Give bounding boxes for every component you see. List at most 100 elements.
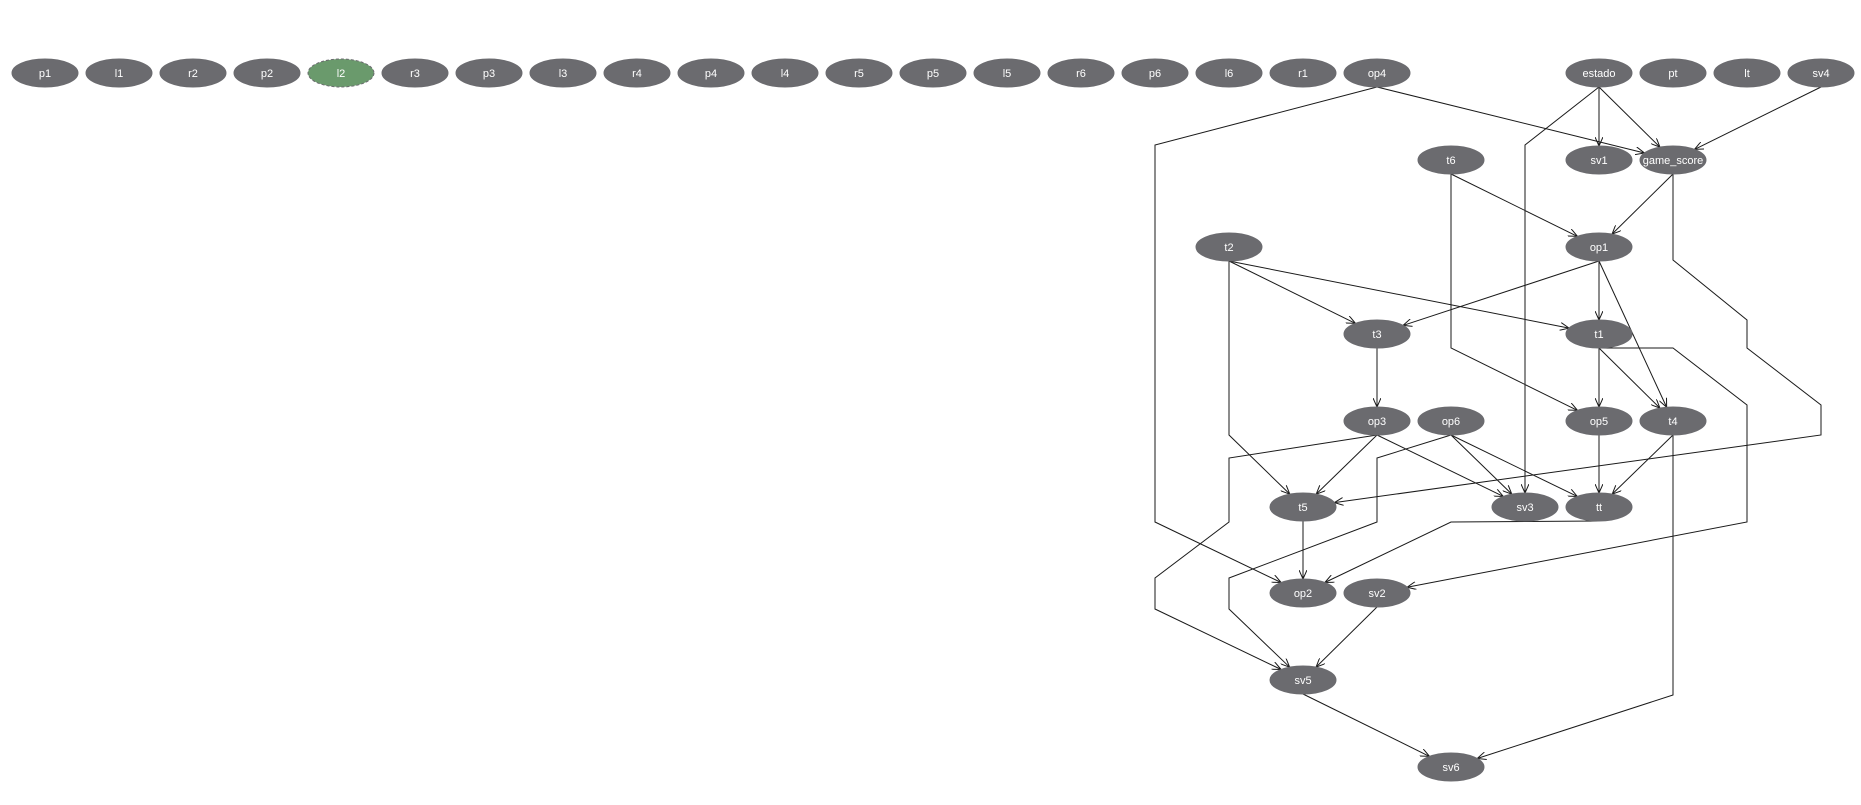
node-label: sv1 [1590, 155, 1607, 167]
node-l4[interactable]: l4 [751, 58, 819, 88]
edge-t4-to-tt [1612, 434, 1674, 494]
edge-t6-to-op5 [1450, 174, 1577, 410]
node-ellipse [1195, 232, 1263, 262]
node-label: pt [1668, 68, 1677, 80]
node-ellipse [1417, 406, 1485, 436]
node-sv4[interactable]: sv4 [1787, 58, 1855, 88]
node-lt[interactable]: lt [1713, 58, 1781, 88]
node-ellipse [1343, 406, 1411, 436]
node-ellipse [1565, 406, 1633, 436]
node-label: op6 [1442, 416, 1460, 428]
node-ellipse [381, 58, 449, 88]
node-sv5[interactable]: sv5 [1269, 665, 1337, 695]
edge-layer [1154, 86, 1822, 758]
node-op5[interactable]: op5 [1565, 406, 1633, 436]
node-sv3[interactable]: sv3 [1491, 492, 1559, 522]
node-sv6[interactable]: sv6 [1417, 752, 1485, 782]
edge-op3-to-sv5 [1154, 434, 1378, 670]
node-label: l4 [781, 68, 790, 80]
node-r4[interactable]: r4 [603, 58, 671, 88]
node-label: tt [1596, 502, 1602, 514]
node-label: sv5 [1294, 675, 1311, 687]
node-t1[interactable]: t1 [1565, 319, 1633, 349]
node-ellipse [11, 58, 79, 88]
node-ellipse [1639, 145, 1707, 175]
edge-op3-to-t5 [1316, 434, 1378, 494]
edge-game_score-to-op1 [1612, 173, 1674, 234]
node-label: r5 [854, 68, 864, 80]
edge-estado-to-sv3 [1525, 86, 1600, 493]
node-t5[interactable]: t5 [1269, 492, 1337, 522]
node-ellipse [1269, 578, 1337, 608]
node-label: r2 [188, 68, 198, 80]
node-label: sv6 [1442, 762, 1459, 774]
node-label: t5 [1298, 502, 1307, 514]
node-l3[interactable]: l3 [529, 58, 597, 88]
node-pt[interactable]: pt [1639, 58, 1707, 88]
edge-tt-to-op2 [1325, 520, 1600, 583]
node-r6[interactable]: r6 [1047, 58, 1115, 88]
node-label: t1 [1594, 329, 1603, 341]
node-p2[interactable]: p2 [233, 58, 301, 88]
node-t6[interactable]: t6 [1417, 145, 1485, 175]
node-label: t4 [1668, 416, 1677, 428]
node-op4[interactable]: op4 [1343, 58, 1411, 88]
node-sv2[interactable]: sv2 [1343, 578, 1411, 608]
node-estado[interactable]: estado [1565, 58, 1633, 88]
edge-game_score-to-t5 [1334, 174, 1822, 503]
node-ellipse [603, 58, 671, 88]
edge-op1-to-t4 [1598, 260, 1667, 407]
node-p6[interactable]: p6 [1121, 58, 1189, 88]
node-op2[interactable]: op2 [1269, 578, 1337, 608]
node-l2[interactable]: l2 [307, 58, 375, 88]
node-ellipse [1639, 406, 1707, 436]
node-r5[interactable]: r5 [825, 58, 893, 88]
node-game-score[interactable]: game_score [1639, 145, 1707, 175]
node-r2[interactable]: r2 [159, 58, 227, 88]
node-label: op1 [1590, 242, 1608, 254]
node-op1[interactable]: op1 [1565, 232, 1633, 262]
edge-t1-to-sv2 [1407, 347, 1748, 587]
node-label: p3 [483, 68, 495, 80]
node-ellipse [1565, 492, 1633, 522]
edge-sv4-to-game_score [1695, 86, 1822, 149]
node-r3[interactable]: r3 [381, 58, 449, 88]
edge-t2-to-t3 [1228, 260, 1355, 323]
node-sv1[interactable]: sv1 [1565, 145, 1633, 175]
node-ellipse [1343, 319, 1411, 349]
node-p5[interactable]: p5 [899, 58, 967, 88]
node-label: r4 [632, 68, 642, 80]
node-l6[interactable]: l6 [1195, 58, 1263, 88]
node-label: t3 [1372, 329, 1381, 341]
node-p1[interactable]: p1 [11, 58, 79, 88]
node-ellipse [1565, 232, 1633, 262]
edge-t6-to-op1 [1450, 173, 1577, 236]
node-ellipse [1639, 58, 1707, 88]
node-ellipse [1195, 58, 1263, 88]
edge-t1-to-t4 [1598, 347, 1660, 408]
node-l5[interactable]: l5 [973, 58, 1041, 88]
node-t4[interactable]: t4 [1639, 406, 1707, 436]
node-ellipse [899, 58, 967, 88]
node-t2[interactable]: t2 [1195, 232, 1263, 262]
edge-sv2-to-sv5 [1316, 606, 1378, 667]
edge-op6-to-tt [1450, 434, 1577, 496]
node-r1[interactable]: r1 [1269, 58, 1337, 88]
node-ellipse [1269, 665, 1337, 695]
node-p3[interactable]: p3 [455, 58, 523, 88]
node-p4[interactable]: p4 [677, 58, 745, 88]
edge-estado-to-game_score [1598, 86, 1660, 147]
node-ellipse [1269, 492, 1337, 522]
node-op6[interactable]: op6 [1417, 406, 1485, 436]
edge-sv5-to-sv6 [1302, 693, 1429, 756]
node-l1[interactable]: l1 [85, 58, 153, 88]
node-label: p6 [1149, 68, 1161, 80]
node-op3[interactable]: op3 [1343, 406, 1411, 436]
node-ellipse [1713, 58, 1781, 88]
node-ellipse [825, 58, 893, 88]
node-ellipse [1269, 58, 1337, 88]
node-t3[interactable]: t3 [1343, 319, 1411, 349]
node-ellipse [529, 58, 597, 88]
node-label: l3 [559, 68, 568, 80]
node-tt[interactable]: tt [1565, 492, 1633, 522]
